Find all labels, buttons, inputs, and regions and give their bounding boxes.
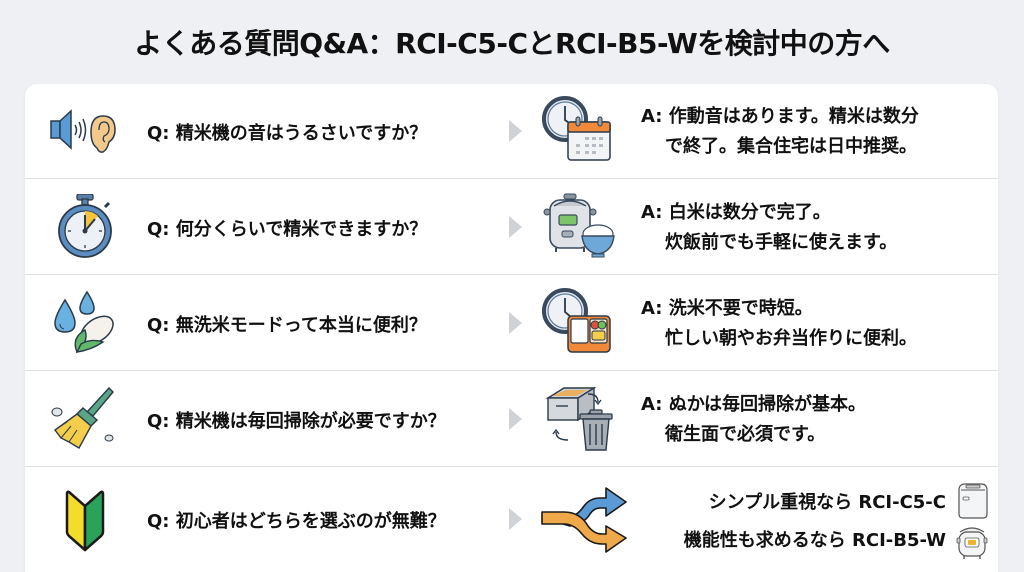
beginner-mark-icon — [47, 488, 123, 554]
rice-cooker-bowl-icon — [538, 190, 618, 262]
faq-question: Q: 精米機は毎回掃除が必要ですか？ — [147, 410, 446, 432]
chevron-right-icon — [509, 120, 522, 142]
chevron-right-icon — [509, 216, 522, 238]
chevron-right-icon — [509, 508, 522, 530]
water-drops-rice-icon — [47, 290, 123, 356]
faq-question: Q: 精米機の音はうるさいですか？ — [147, 122, 428, 144]
answer-line-2: 炊飯前でも手軽に使えます。 — [665, 231, 898, 253]
answer-line-1: A: 白米は数分で完了。 — [641, 201, 831, 223]
chevron-right-icon — [509, 312, 522, 334]
choice-functional: 機能性も求めるなら RCI-B5-W — [683, 530, 946, 551]
faq-row: Q: 精米機の音はうるさいですか？ A: 作動音はあります。精米は数分 で終了。 — [25, 84, 998, 179]
faq-answer: A: 洗米不要で時短。 忙しい朝やお弁当作りに便利。 — [641, 276, 986, 371]
answer-line-2: 忙しい朝やお弁当作りに便利。 — [665, 327, 917, 349]
page-title: よくある質問Q&A：RCI-C5-CとRCI-B5-Wを検討中の方へ — [134, 27, 890, 60]
speaker-ear-icon — [47, 98, 123, 164]
clock-calendar-icon — [538, 94, 618, 166]
faq-answer: A: 白米は数分で完了。 炊飯前でも手軽に使えます。 — [641, 180, 986, 275]
answer-line-1: A: 洗米不要で時短。 — [641, 297, 813, 319]
faq-question: Q: 何分くらいで精米できますか？ — [147, 218, 428, 240]
faq-answer: A: 作動音はあります。精米は数分 で終了。集合住宅は日中推奨。 — [641, 84, 986, 179]
answer-line-2: 衛生面で必須です。 — [665, 423, 826, 445]
faq-answer: A: ぬかは毎回掃除が基本。 衛生面で必須です。 — [641, 372, 986, 467]
rice-cooker-display-icon — [955, 522, 989, 562]
faq-row: Q: 何分くらいで精米できますか？ A: 白米は数分で完了。 炊飯前でも手軽に使… — [25, 180, 998, 275]
broom-icon — [47, 386, 123, 452]
choice-simple: シンプル重視なら RCI-C5-C — [708, 492, 946, 513]
faq-question: Q: 初心者はどちらを選ぶのが無難？ — [147, 511, 446, 532]
split-arrows-icon — [540, 484, 630, 556]
clock-bento-icon — [538, 286, 618, 358]
faq-question: Q: 無洗米モードって本当に便利？ — [147, 314, 427, 336]
faq-row: Q: 精米機は毎回掃除が必要ですか？ A: ぬかは毎回掃除が基本。 衛生面 — [25, 372, 998, 467]
rice-cooker-simple-icon — [955, 480, 989, 520]
stopwatch-icon — [47, 194, 123, 260]
faq-row: Q: 無洗米モードって本当に便利？ A: 洗米不要で時短。 忙しい朝やお弁当作り… — [25, 276, 998, 371]
faq-row: Q: 初心者はどちらを選ぶのが無難？ シンプル重視なら RCI-C5-C 機能性… — [25, 468, 998, 572]
answer-line-1: A: ぬかは毎回掃除が基本。 — [641, 393, 867, 415]
faq-card: Q: 精米機の音はうるさいですか？ A: 作動音はあります。精米は数分 で終了。 — [25, 84, 998, 572]
answer-line-1: A: 作動音はあります。精米は数分 — [641, 105, 919, 127]
bran-tray-trash-icon — [538, 382, 618, 454]
answer-line-2: で終了。集合住宅は日中推奨。 — [665, 135, 917, 157]
chevron-right-icon — [509, 408, 522, 430]
